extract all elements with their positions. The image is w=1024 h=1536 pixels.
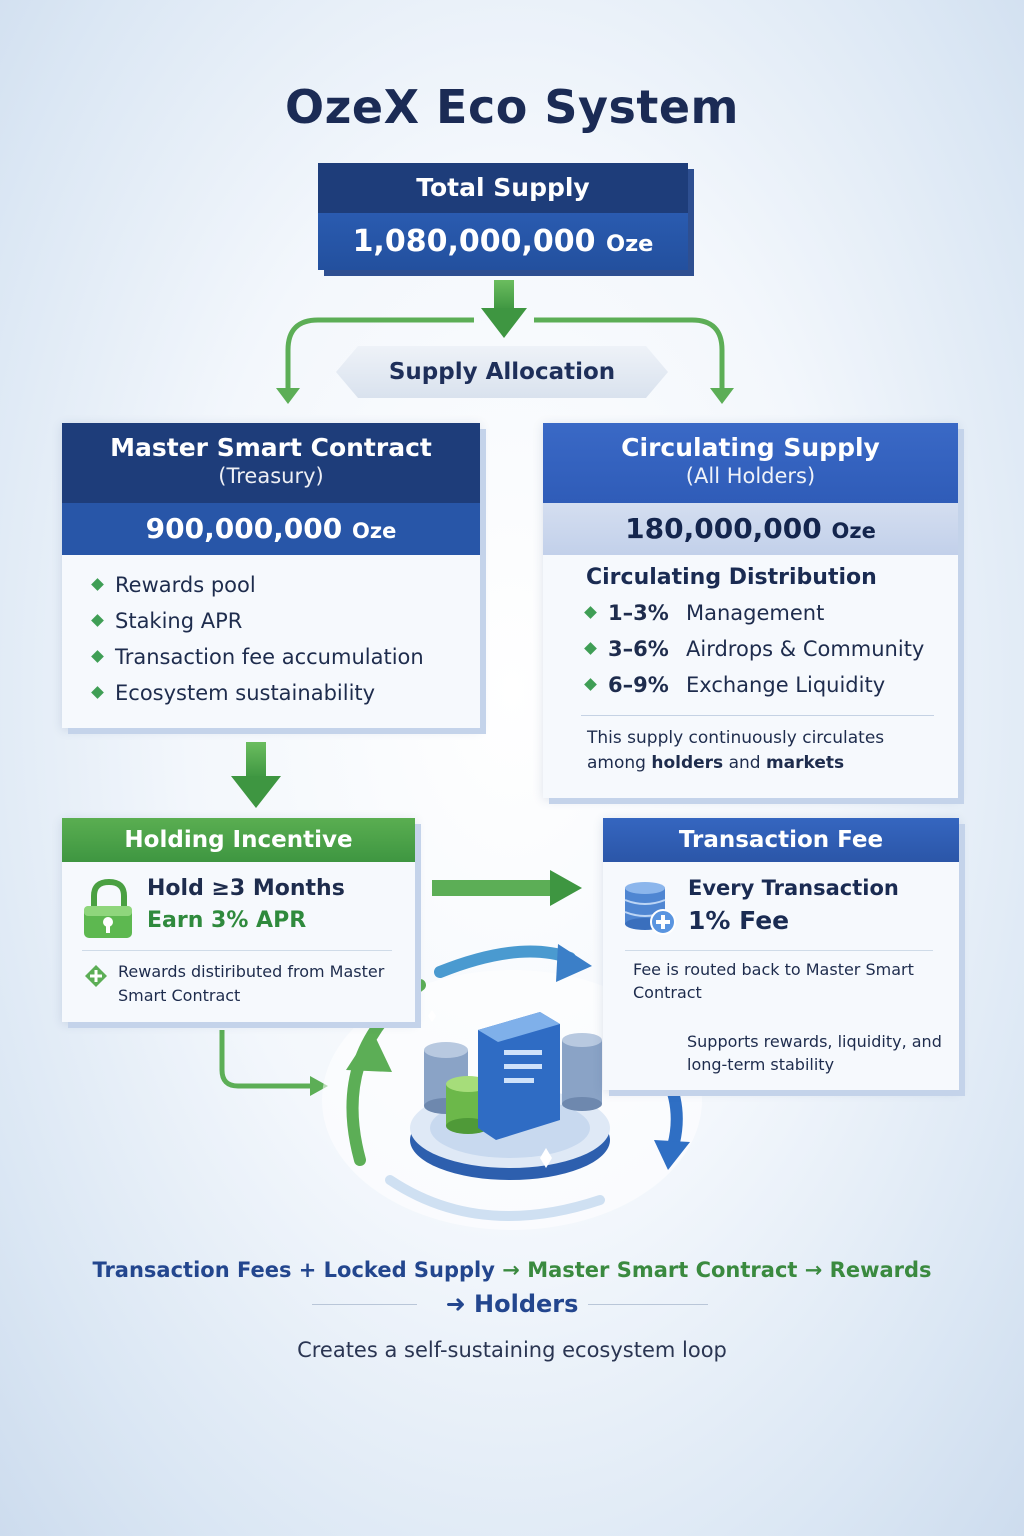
flow-arrow-icon: → — [804, 1258, 823, 1282]
master-contract-subtitle: (Treasury) — [218, 464, 324, 488]
holding-apr: Earn 3% APR — [147, 908, 307, 933]
down-arrow-icon — [231, 742, 281, 808]
list-item: Ecosystem sustainability — [90, 675, 480, 711]
distribution-label: Exchange Liquidity — [686, 673, 886, 697]
distribution-title: Circulating Distribution — [586, 565, 877, 590]
left-branch-arrow — [285, 317, 474, 392]
elbow-arrow — [219, 1030, 312, 1089]
holding-requirement: Hold ≥3 Months — [147, 876, 345, 901]
distribution-label: Management — [686, 601, 825, 625]
master-contract-amount: 900,000,000 — [145, 512, 343, 545]
circulating-supply-header: Circulating Supply (All Holders) — [543, 423, 958, 503]
note-markets: markets — [765, 753, 845, 773]
list-item: 1–3% Management — [583, 595, 958, 631]
flow-arrow-icon: ➜ — [445, 1290, 466, 1318]
fee-scope: Every Transaction — [688, 876, 899, 900]
divider — [625, 950, 933, 951]
circulating-supply-amount: 180,000,000 — [625, 512, 822, 545]
fee-benefit-note: Supports rewards, liquidity, and long-te… — [687, 1032, 942, 1074]
right-branch-arrow — [534, 317, 725, 392]
lock-icon — [84, 878, 132, 938]
flow-holders: ➜ Holders — [0, 1290, 1024, 1318]
distribution-percent: 3–6% — [608, 637, 669, 661]
diamond-plus-icon — [85, 965, 107, 987]
holding-incentive-title: Holding Incentive — [62, 818, 415, 862]
master-contract-value: 900,000,000 Oze — [62, 503, 480, 555]
list-item: 3–6% Airdrops & Community — [583, 631, 958, 667]
fee-routing-note: Fee is routed back to Master Smart Contr… — [633, 960, 914, 1002]
down-arrow-icon — [481, 280, 527, 338]
flow-part-4: Holders — [474, 1290, 579, 1318]
flow-summary: Transaction Fees + Locked Supply → Maste… — [0, 1258, 1024, 1282]
total-supply-unit: Oze — [605, 231, 654, 257]
divider — [588, 1304, 708, 1305]
divider — [82, 950, 392, 951]
holding-incentive-card: Holding Incentive Hold ≥3 Months Earn 3%… — [62, 818, 415, 1022]
list-item: Staking APR — [90, 603, 480, 639]
master-contract-header: Master Smart Contract (Treasury) — [62, 423, 480, 503]
total-supply-value: 1,080,000,000 Oze — [318, 213, 688, 270]
note-text: This supply continuously circulates amon… — [587, 728, 885, 773]
circulating-supply-unit: Oze — [831, 519, 876, 543]
supply-allocation-label: Supply Allocation — [336, 346, 668, 398]
distribution-percent: 6–9% — [608, 673, 669, 697]
transaction-fee-title: Transaction Fee — [603, 818, 959, 862]
total-supply-card: Total Supply 1,080,000,000 Oze — [318, 163, 688, 270]
distribution-percent: 1–3% — [608, 601, 669, 625]
circulating-supply-subtitle: (All Holders) — [685, 464, 816, 488]
master-contract-title: Master Smart Contract — [110, 433, 432, 462]
divider — [312, 1304, 417, 1305]
list-item: 6–9% Exchange Liquidity — [583, 667, 958, 703]
total-supply-amount: 1,080,000,000 — [352, 224, 596, 259]
divider — [581, 715, 934, 716]
list-item: Rewards pool — [90, 567, 480, 603]
right-arrow-icon — [432, 870, 582, 906]
page-title: OzeX Eco System — [285, 80, 739, 134]
note-holders: holders — [651, 753, 724, 773]
circulating-supply-value: 180,000,000 Oze — [543, 503, 958, 555]
flow-part-3: Rewards — [829, 1258, 932, 1282]
circulating-supply-card: Circulating Supply (All Holders) 180,000… — [543, 423, 958, 798]
circulation-note: This supply continuously circulates amon… — [587, 726, 934, 776]
total-supply-label: Total Supply — [318, 163, 688, 213]
tagline: Creates a self-sustaining ecosystem loop — [297, 1338, 727, 1362]
flow-part-2: Master Smart Contract — [527, 1258, 798, 1282]
note-text: and — [728, 753, 761, 773]
fee-rate: 1% Fee — [688, 906, 790, 935]
list-item: Transaction fee accumulation — [90, 639, 480, 675]
distribution-label: Airdrops & Community — [686, 637, 925, 661]
distribution-list: 1–3%Management 3–6%Airdrops & Community … — [583, 595, 958, 703]
database-plus-icon — [624, 882, 676, 935]
holding-note: Rewards distiributed from Master Smart C… — [118, 962, 385, 1005]
flow-arrow-icon: → — [502, 1258, 520, 1282]
flow-part-1: Transaction Fees + Locked Supply — [92, 1258, 495, 1282]
transaction-fee-card: Transaction Fee Every Transaction 1% Fee… — [603, 818, 959, 1090]
master-contract-unit: Oze — [352, 519, 397, 543]
circulating-supply-title: Circulating Supply — [621, 433, 880, 462]
master-contract-list: Rewards pool Staking APR Transaction fee… — [90, 567, 480, 711]
master-contract-card: Master Smart Contract (Treasury) 900,000… — [62, 423, 480, 728]
